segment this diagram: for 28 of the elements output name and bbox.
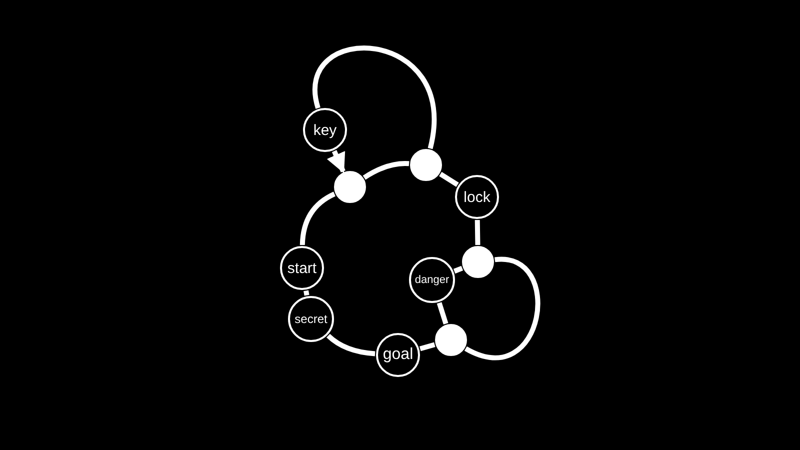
junction-dot — [410, 149, 442, 181]
circle-node — [288, 296, 334, 342]
arrow — [326, 150, 346, 174]
circle-node — [455, 175, 499, 219]
connector-line — [312, 46, 437, 149]
connector-line — [419, 342, 436, 352]
node-label: danger — [414, 274, 450, 286]
connector-line — [362, 161, 410, 180]
connector-line — [304, 290, 310, 296]
circle-node — [409, 257, 455, 303]
connector-line — [300, 192, 336, 246]
connector-line — [326, 334, 376, 356]
node-label: secret — [294, 312, 328, 326]
circle-node — [376, 333, 420, 377]
node-label: start — [287, 260, 317, 276]
circle-node — [280, 246, 324, 290]
node-label: goal — [382, 346, 414, 364]
circle-node — [303, 108, 347, 152]
junction-dot — [462, 246, 494, 278]
connector-line — [474, 220, 480, 246]
connector-line — [464, 257, 540, 360]
node-label: lock — [464, 188, 490, 206]
connector-line — [439, 172, 459, 187]
connector-line — [453, 266, 464, 274]
node-label: key — [313, 122, 337, 138]
junction-dot — [334, 171, 366, 203]
connector-line — [436, 302, 448, 325]
junction-dot — [435, 324, 467, 356]
